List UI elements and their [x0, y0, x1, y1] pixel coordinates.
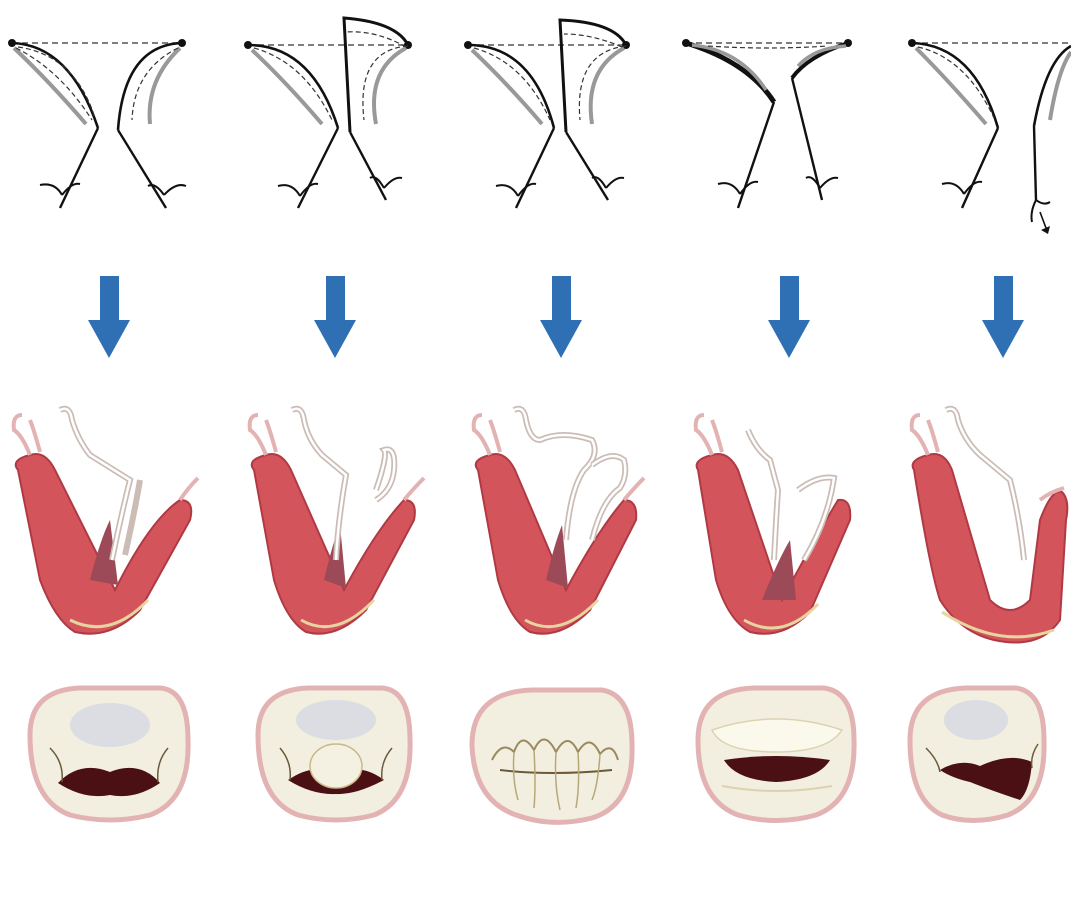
- heart-section: [474, 409, 644, 634]
- valve-en-face: [258, 688, 410, 820]
- leaflet-schematic: [8, 39, 186, 208]
- down-arrow-icon: [314, 276, 356, 358]
- heart-section: [14, 409, 198, 634]
- panel-4: [678, 0, 892, 898]
- leaflet-schematic: [244, 18, 412, 208]
- leaflet-schematic: [682, 39, 852, 208]
- down-arrow-icon: [982, 276, 1024, 358]
- heart-section: [696, 415, 851, 634]
- leaflet-schematic: [464, 20, 630, 208]
- valve-en-face: [910, 688, 1044, 821]
- valve-en-face: [472, 690, 632, 822]
- down-arrow-icon: [540, 276, 582, 358]
- panel-1: [0, 0, 214, 898]
- down-arrow-icon: [768, 276, 810, 358]
- panel-3: [452, 0, 666, 898]
- heart-section: [250, 409, 424, 634]
- valve-en-face: [30, 688, 188, 820]
- heart-section: [912, 409, 1068, 643]
- down-arrow-icon: [88, 276, 130, 358]
- panel-2: [226, 0, 440, 898]
- panel-5: [890, 0, 1071, 898]
- leaflet-schematic: [908, 39, 1071, 234]
- valve-en-face: [698, 688, 854, 821]
